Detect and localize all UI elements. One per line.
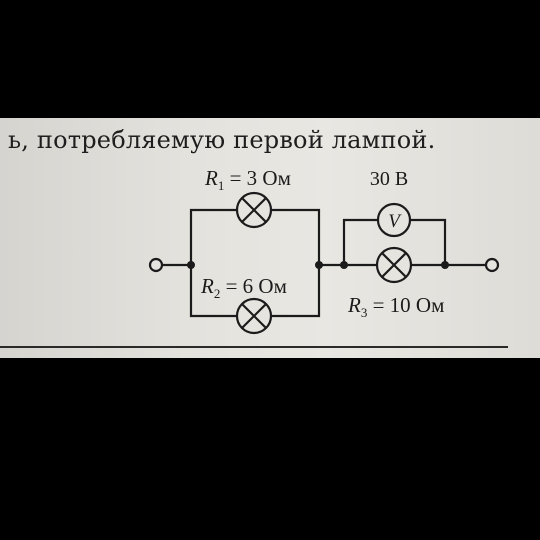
label-voltmeter-reading: 30 В xyxy=(370,168,408,190)
voltmeter-letter: V xyxy=(388,211,402,232)
output-terminal xyxy=(484,257,500,273)
page-divider-line xyxy=(0,346,508,348)
lamp-r1-icon xyxy=(235,191,273,229)
label-r3: R3 = 10 Ом xyxy=(347,293,444,320)
circuit-diagram: V R1 = 3 Ом R2 = 6 Ом R3 = 10 Ом 30 В xyxy=(148,166,500,335)
label-r2: R2 = 6 Ом xyxy=(200,274,287,301)
label-r1: R1 = 3 Ом xyxy=(204,166,291,193)
lamp-r2-icon xyxy=(235,297,273,335)
junction-node-left xyxy=(187,261,195,269)
input-terminal xyxy=(148,257,164,273)
junction-node-middle xyxy=(315,261,323,269)
lamp-r3-icon xyxy=(375,246,413,284)
textbook-page: ь, потребляемую первой лампой. V xyxy=(0,118,540,358)
voltmeter-icon: V xyxy=(376,202,412,238)
problem-text-fragment: ь, потребляемую первой лампой. xyxy=(8,126,436,154)
